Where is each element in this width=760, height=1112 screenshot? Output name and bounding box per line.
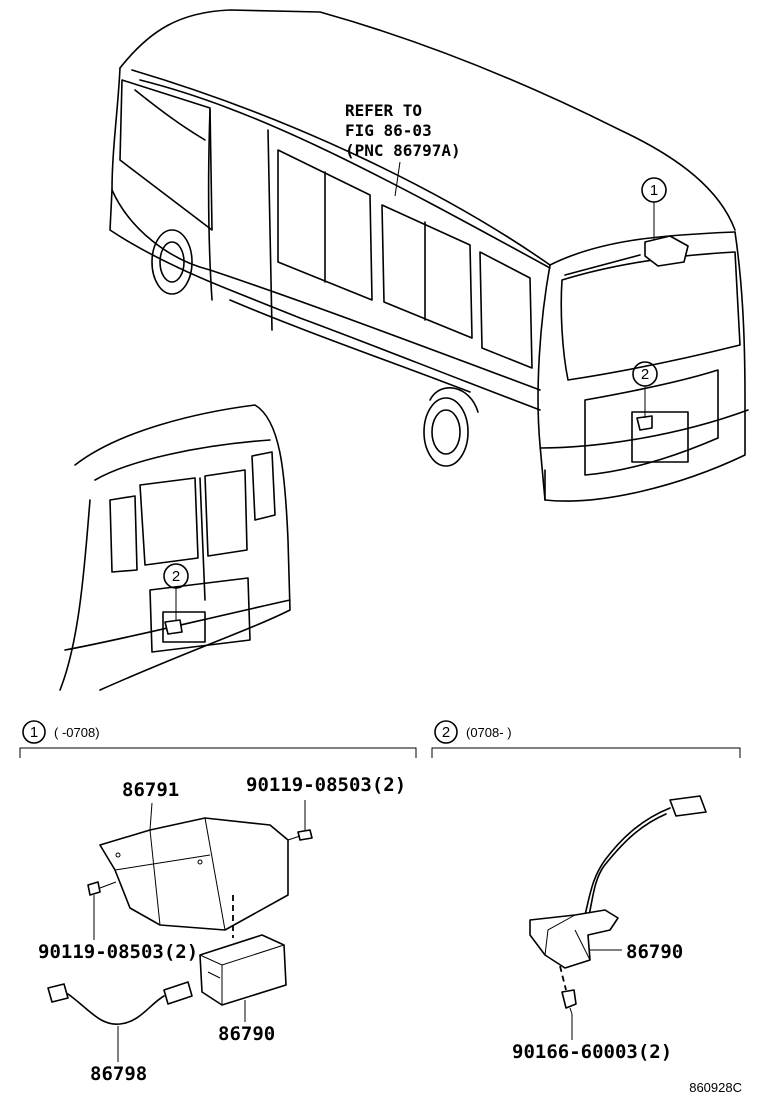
refer-note-line3: (PNC 86797A) [345, 141, 461, 160]
callout-2-main-label: 2 [641, 366, 649, 383]
camera-2-part-number: 86790 [626, 941, 683, 963]
bolt-left-part-number: 90119-08503(2) [38, 941, 198, 963]
refer-note-line2: FIG 86-03 [345, 121, 432, 140]
bolt-left [87, 881, 117, 896]
callout-1: 1 [641, 177, 667, 240]
callout-2-inset: 2 [163, 563, 189, 620]
callout-2-main: 2 [632, 361, 658, 418]
callout-1-label: 1 [650, 182, 658, 199]
bracket-part [99, 817, 289, 931]
section-1-number: 1 [30, 724, 38, 741]
camera-1-part [199, 934, 287, 1006]
camera-2-part [529, 795, 707, 969]
bolt-right-part-number: 90119-08503(2) [246, 774, 406, 796]
section-1-header: 1 ( -0708) [19, 720, 417, 758]
callout-2-inset-label: 2 [172, 568, 180, 585]
inset-rear-view [59, 404, 291, 691]
wire-harness-part [47, 981, 193, 1025]
section-2-range: (0708- ) [466, 725, 512, 740]
refer-note-line1: REFER TO [345, 101, 422, 120]
refer-note-leader [394, 161, 401, 197]
bracket-leader [149, 802, 153, 831]
wire-part-number: 86798 [90, 1063, 147, 1085]
section-2-header: 2 (0708- ) [431, 720, 741, 758]
figure-code: 860928C [689, 1080, 742, 1095]
bus-rear-view [109, 9, 749, 502]
screw-part [561, 989, 577, 1015]
screw-guide [559, 965, 567, 991]
bolt-right [287, 829, 313, 841]
section-1-range: ( -0708) [54, 725, 100, 740]
bracket-part-number: 86791 [122, 779, 179, 801]
section-2-number: 2 [442, 724, 450, 741]
camera-1-part-number: 86790 [218, 1023, 275, 1045]
screw-part-number: 90166-60003(2) [512, 1041, 672, 1063]
